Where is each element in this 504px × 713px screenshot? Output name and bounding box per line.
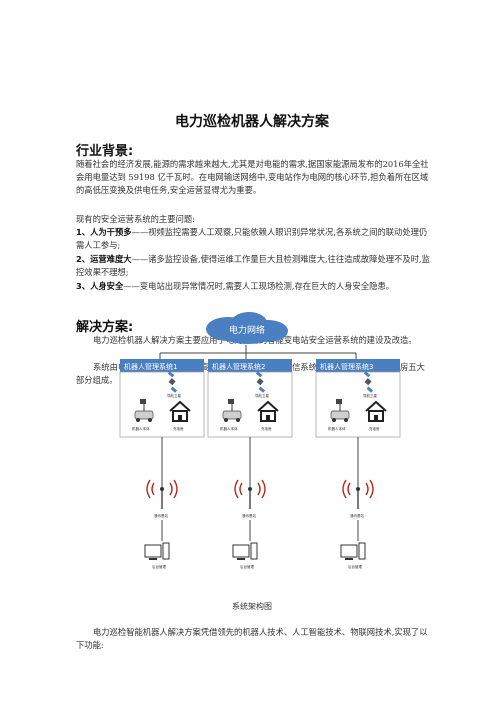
antenna-icon: [234, 479, 266, 509]
satellite-icon: [363, 371, 374, 393]
computer-icon: [232, 542, 258, 560]
robot-icon: [330, 399, 350, 422]
robot-system-1: 机器人管理系统1 导航卫星 机器人本体 充电房 通讯基站: [119, 359, 205, 569]
antenna-label: 通讯基站: [154, 513, 168, 518]
list-item-label: 2、运营难度大: [76, 254, 132, 264]
system-label: 机器人管理系统2: [212, 362, 265, 371]
paragraph-background: 随着社会的经济发展,能源的需求越来越大,尤其是对电能的需求,据国家能源局发布的2…: [76, 159, 429, 196]
network-connector: [159, 345, 357, 359]
computer-icon: [144, 542, 170, 560]
robot-icon: [134, 399, 154, 422]
house-label: 充电房: [261, 426, 272, 431]
robot-icon: [222, 399, 242, 422]
list-item-problem-2: 2、运营难度大——诸多监控设备,使得运维工作量巨大且检测难度大,往往造成故障处理…: [76, 253, 432, 279]
satellite-icon: [167, 371, 178, 393]
list-item-problem-3: 3、人身安全——变电站出现异常情况时,需要人工现场检测,存在巨大的人身安全隐患。: [76, 280, 432, 293]
doc-title: 电力巡检机器人解决方案: [175, 114, 329, 130]
robot-system-3: 机器人管理系统3 导航卫星 机器人本体 充电房 通讯基站: [315, 359, 401, 569]
antenna-label: 通讯基站: [350, 513, 364, 518]
satellite-label: 导航卫星: [167, 393, 181, 398]
robot-label: 机器人本体: [220, 426, 238, 431]
antenna-icon: [342, 479, 374, 509]
house-icon: [257, 400, 279, 422]
diagram-caption: 系统架构图: [232, 602, 272, 611]
house-label: 充电房: [173, 426, 184, 431]
antenna-icon: [146, 479, 178, 509]
section-heading-background: 行业背景:: [76, 144, 134, 159]
paragraph-problems-intro: 现有的安全运营系统的主要问题:: [76, 214, 195, 224]
list-item-text: ——变电站出现异常情况时,需要人工现场检测,存在巨大的人身安全隐患。: [123, 281, 395, 291]
robot-label: 机器人本体: [132, 426, 150, 431]
robot-label: 机器人本体: [328, 426, 346, 431]
antenna-label: 通讯基站: [242, 513, 256, 518]
computer-label: 后台管理: [152, 564, 166, 569]
system-label: 机器人管理系统3: [320, 362, 373, 371]
system-label: 机器人管理系统1: [124, 362, 177, 371]
system-architecture-diagram: 电力网络 机器人管理系统1 导航卫星 机器人本体 充电房: [119, 312, 401, 569]
paragraph-solution-3: 电力巡检智能机器人解决方案凭借领先的机器人技术、人工智能技术、物联网技术,实现了…: [76, 627, 428, 651]
computer-label: 后台管理: [348, 564, 362, 569]
computer-icon: [340, 542, 366, 560]
list-item-text: ——诸多监控设备,使得运维工作量巨大且检测难度大,往往造成故障处理不及时,监控效…: [76, 254, 430, 278]
satellite-label: 导航卫星: [363, 393, 377, 398]
satellite-icon: [255, 371, 266, 393]
cloud-label: 电力网络: [229, 324, 265, 336]
house-icon: [169, 400, 191, 422]
list-item-label: 3、人身安全: [76, 281, 124, 291]
robot-system-2: 机器人管理系统2 导航卫星 机器人本体 充电房 通讯基站: [207, 359, 293, 569]
house-label: 充电房: [369, 426, 380, 431]
list-item-text: ——视频监控需要人工观察,只能依赖人眼识别异常状况,各系统之间的联动处理仍需人工…: [76, 227, 428, 251]
satellite-label: 导航卫星: [255, 393, 269, 398]
section-heading-solution: 解决方案:: [76, 320, 134, 335]
house-icon: [365, 400, 387, 422]
list-item-problem-1: 1、人为干预多——视频监控需要人工观察,只能依赖人眼识别异常状况,各系统之间的联…: [76, 226, 432, 252]
computer-label: 后台管理: [240, 564, 254, 569]
list-item-label: 1、人为干预多: [76, 227, 132, 237]
cloud-icon: 电力网络: [206, 312, 288, 344]
